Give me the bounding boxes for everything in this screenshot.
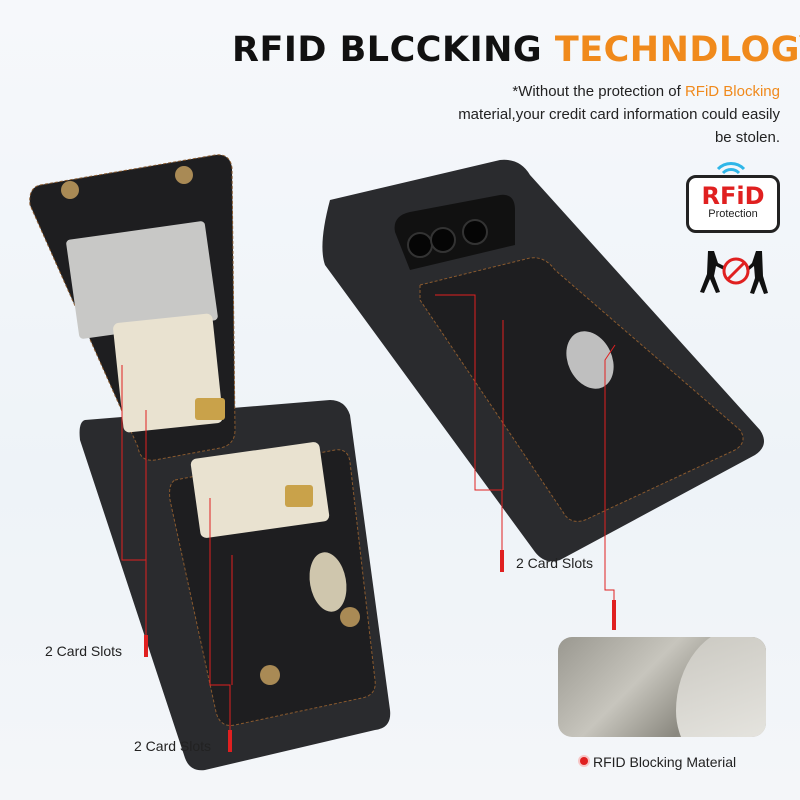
note-highlight: RFiD Blocking [684,83,780,100]
callout-left-top: 2 Card Slots [45,643,123,659]
badge-protection-text: Protection [708,208,758,220]
page-title: RFID BLCCKING TECHNDLOGY [232,30,800,70]
phone-back-view [322,159,764,562]
material-bullet-icon [580,757,588,765]
phone-open-wallet-view [29,154,391,771]
callout-right: 2 Card Slots [516,555,594,571]
rfid-protection-badge: RFiD Protection [686,175,780,233]
callout-left-bottom: 2 Card Slots [134,738,212,754]
badge-rfid-text: RFiD [701,182,765,210]
note-prefix: *Without the protection of [512,83,681,100]
anti-skimming-icon [700,251,768,294]
note-suffix: material,your credit card information co… [458,106,780,146]
rfid-note: *Without the protection of RFiD Blocking… [450,80,780,149]
title-dark: RFID BLCCKING [232,30,543,70]
rfid-material-swatch [558,637,766,737]
material-label: RFID Blocking Material [593,754,737,770]
callout-lines [121,294,616,730]
title-accent: TECHNDLOGY [554,30,800,70]
